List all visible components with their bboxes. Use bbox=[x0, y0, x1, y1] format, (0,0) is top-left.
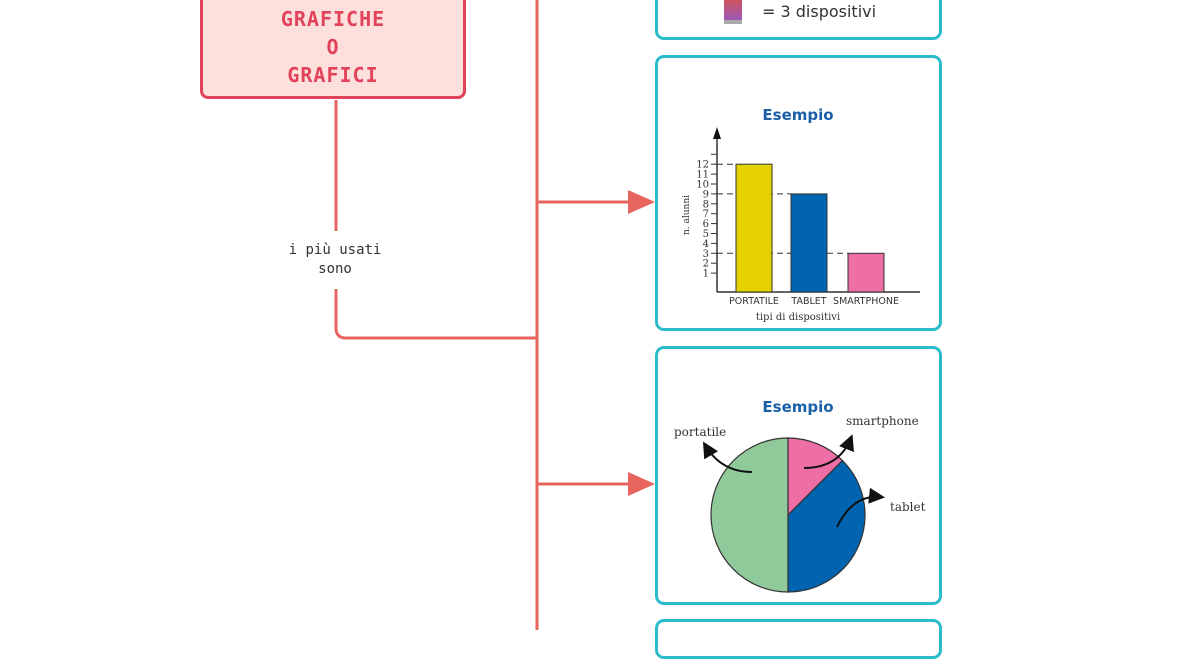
pie-label-portatile: portatile bbox=[674, 425, 726, 439]
arrow-portatile bbox=[702, 441, 753, 473]
y-tick-label: 8 bbox=[703, 199, 709, 210]
x-tick-label: TABLET bbox=[790, 296, 826, 307]
pie-chart: Esempio portatile tablet smartphone bbox=[674, 398, 926, 593]
y-axis-label: n. alunni bbox=[682, 195, 692, 235]
connector-label: i più usati sono bbox=[270, 241, 400, 279]
y-axis-arrow bbox=[713, 127, 721, 139]
pie-label-tablet: tablet bbox=[890, 500, 926, 514]
arrow-smartphone bbox=[803, 434, 854, 469]
y-tick-label: 7 bbox=[703, 209, 709, 220]
connector-lines bbox=[334, 0, 655, 630]
laptop-icon bbox=[724, 0, 742, 24]
legend-card bbox=[655, 0, 942, 40]
y-tick-label: 5 bbox=[703, 229, 709, 240]
pie-chart-title: Esempio bbox=[762, 398, 833, 416]
y-tick-label: 9 bbox=[703, 189, 709, 200]
pie-label-smartphone: smartphone bbox=[846, 414, 919, 428]
y-tick-label: 11 bbox=[696, 170, 709, 181]
bar-chart-title: Esempio bbox=[762, 106, 833, 124]
pie-slice-smartphone bbox=[787, 437, 844, 517]
legend-text: = 3 dispositivi bbox=[762, 2, 877, 21]
y-tick-label: 6 bbox=[703, 219, 709, 230]
main-line-3: GRAFICI bbox=[287, 63, 379, 87]
bar-smartphone bbox=[847, 252, 885, 293]
next-card bbox=[655, 619, 942, 659]
x-axis-label: tipi di dispositivi bbox=[756, 312, 840, 323]
main-line-1: GRAFICHE bbox=[280, 7, 386, 31]
bar-chart: Esempio n. alunni tipi di dispositivi 12… bbox=[682, 106, 920, 323]
y-tick-label: 3 bbox=[703, 249, 709, 260]
arrow-tablet bbox=[836, 487, 885, 528]
x-tick-label: SMARTPHONE bbox=[833, 296, 899, 307]
main-line-2: O bbox=[326, 35, 340, 59]
x-tick-label: PORTATILE bbox=[729, 296, 779, 307]
y-tick-label: 12 bbox=[696, 160, 709, 171]
bar-portatile bbox=[735, 163, 773, 293]
pie-slice-portatile bbox=[710, 437, 789, 593]
bar-tablet bbox=[790, 193, 828, 293]
y-tick-label: 1 bbox=[703, 269, 709, 280]
y-tick-label: 2 bbox=[703, 259, 709, 270]
y-tick-label: 4 bbox=[703, 239, 709, 250]
y-tick-label: 10 bbox=[696, 180, 709, 191]
main-concept-box: GRAFICHE O GRAFICI bbox=[200, 0, 466, 99]
connector-label-line1: i più usati bbox=[288, 242, 382, 258]
connector-label-line2: sono bbox=[318, 261, 352, 277]
pie-slice-tablet bbox=[787, 459, 866, 593]
